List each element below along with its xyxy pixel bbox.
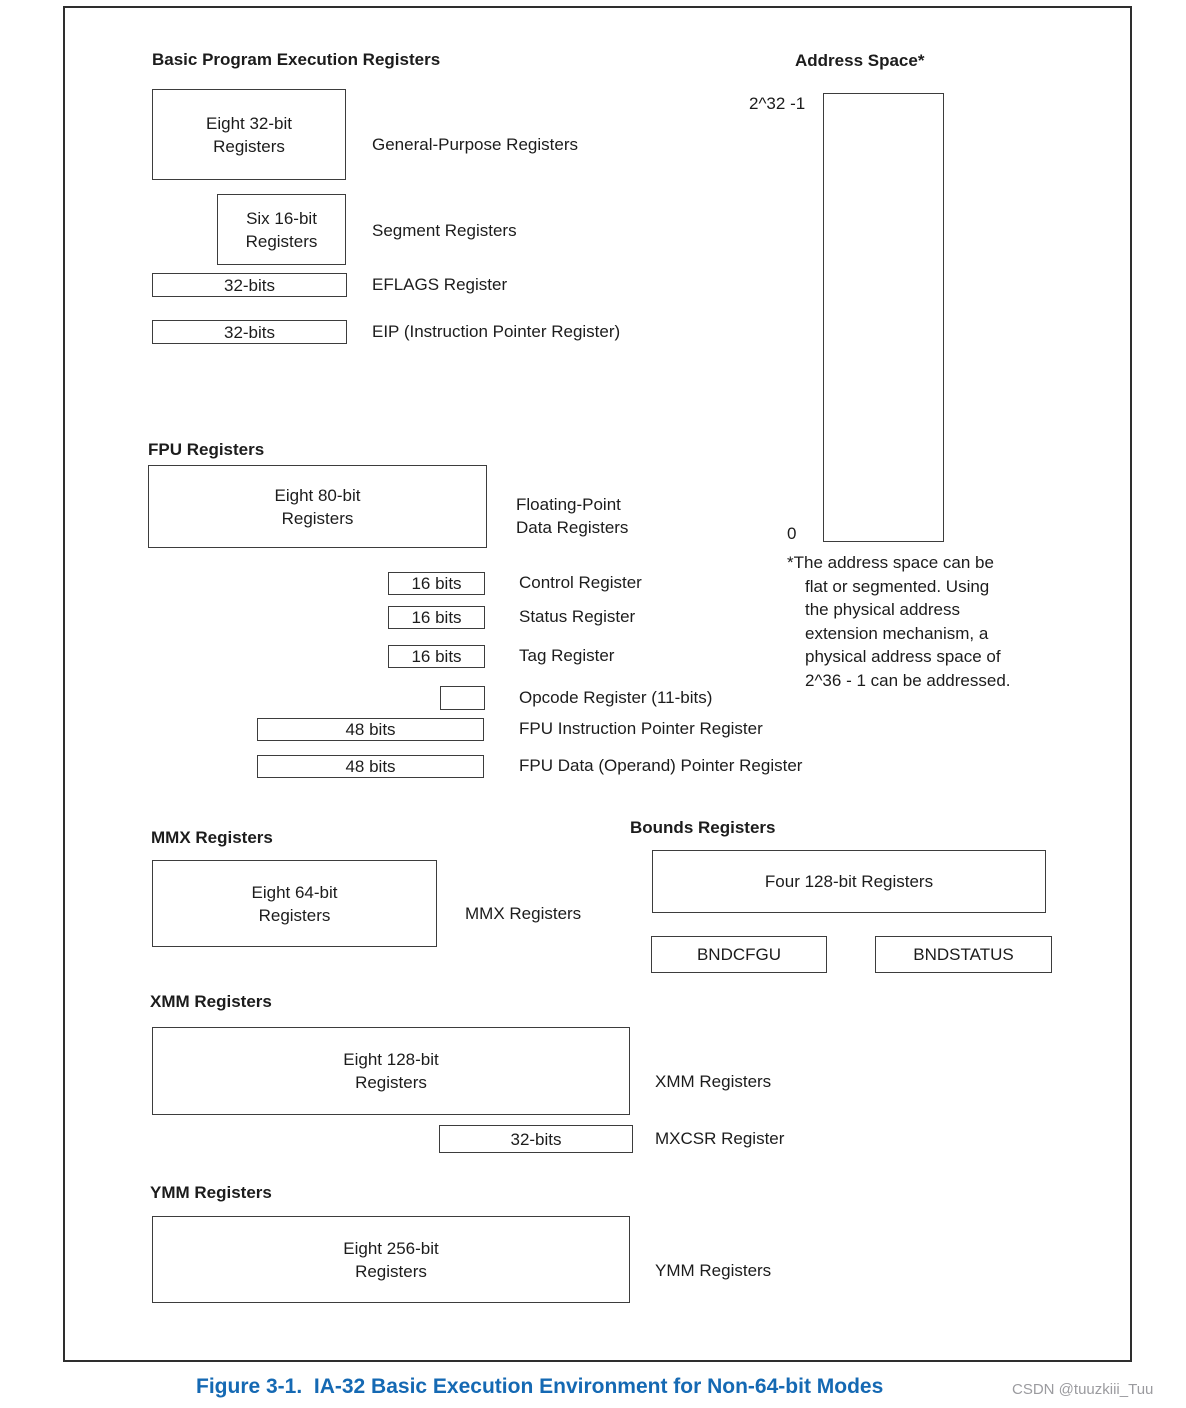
- section-title-bounds-registers: Bounds Registers: [630, 818, 776, 837]
- fpu-tag-register-label: Tag Register: [519, 646, 615, 665]
- address-space-title: Address Space*: [795, 51, 925, 70]
- eip-register-label: EIP (Instruction Pointer Register): [372, 322, 621, 341]
- ymm-registers-box: Eight 256-bit Registers: [152, 1216, 630, 1303]
- eflags-register-label: EFLAGS Register: [372, 275, 508, 294]
- mxcsr-register-box: 32-bits: [439, 1125, 633, 1153]
- eip-register-box: 32-bits: [152, 320, 347, 344]
- segment-registers-box: Six 16-bit Registers: [217, 194, 346, 265]
- section-title-fpu-registers: FPU Registers: [148, 440, 265, 459]
- address-space-top-label: 2^32 -1: [749, 94, 806, 113]
- fpu-status-register-box: 16 bits: [388, 606, 485, 629]
- fpu-opcode-register-label: Opcode Register (11-bits): [519, 688, 713, 707]
- general-purpose-registers-label: General-Purpose Registers: [372, 135, 578, 154]
- xmm-registers-box: Eight 128-bit Registers: [152, 1027, 630, 1115]
- fpu-data-pointer-box: 48 bits: [257, 755, 484, 778]
- csdn-watermark: CSDN @tuuzkiii_Tuu: [1012, 1381, 1154, 1398]
- figure-border: [63, 6, 1132, 1362]
- bndcfgu-box: BNDCFGU: [651, 936, 827, 973]
- mmx-registers-box: Eight 64-bit Registers: [152, 860, 437, 947]
- eflags-register-box: 32-bits: [152, 273, 347, 297]
- fpu-control-register-box: 16 bits: [388, 572, 485, 595]
- fpu-status-register-label: Status Register: [519, 607, 636, 626]
- address-space-box: [823, 93, 944, 542]
- figure-caption: Figure 3-1. IA-32 Basic Execution Enviro…: [196, 1375, 884, 1398]
- address-space-zero-label: 0: [787, 524, 797, 543]
- fpu-data-pointer-label: FPU Data (Operand) Pointer Register: [519, 756, 803, 775]
- address-space-footnote: *The address space can be flat or segmen…: [787, 553, 1011, 690]
- general-purpose-registers-box: Eight 32-bit Registers: [152, 89, 346, 180]
- fpu-instruction-pointer-label: FPU Instruction Pointer Register: [519, 719, 763, 738]
- fpu-data-registers-label: Floating-Point Data Registers: [516, 495, 629, 537]
- fpu-opcode-register-box: [440, 686, 485, 710]
- mxcsr-register-label: MXCSR Register: [655, 1129, 785, 1148]
- segment-registers-label: Segment Registers: [372, 221, 517, 240]
- section-title-xmm-registers: XMM Registers: [150, 992, 272, 1011]
- fpu-instruction-pointer-box: 48 bits: [257, 718, 484, 741]
- bndstatus-box: BNDSTATUS: [875, 936, 1052, 973]
- mmx-registers-label: MMX Registers: [465, 904, 582, 923]
- fpu-data-registers-box: Eight 80-bit Registers: [148, 465, 487, 548]
- ymm-registers-label: YMM Registers: [655, 1261, 772, 1280]
- fpu-control-register-label: Control Register: [519, 573, 642, 592]
- section-title-mmx-registers: MMX Registers: [151, 828, 273, 847]
- section-title-ymm-registers: YMM Registers: [150, 1183, 272, 1202]
- section-title-basic-program-execution-registers: Basic Program Execution Registers: [152, 50, 441, 69]
- xmm-registers-label: XMM Registers: [655, 1072, 772, 1091]
- bounds-registers-box: Four 128-bit Registers: [652, 850, 1046, 913]
- fpu-tag-register-box: 16 bits: [388, 645, 485, 668]
